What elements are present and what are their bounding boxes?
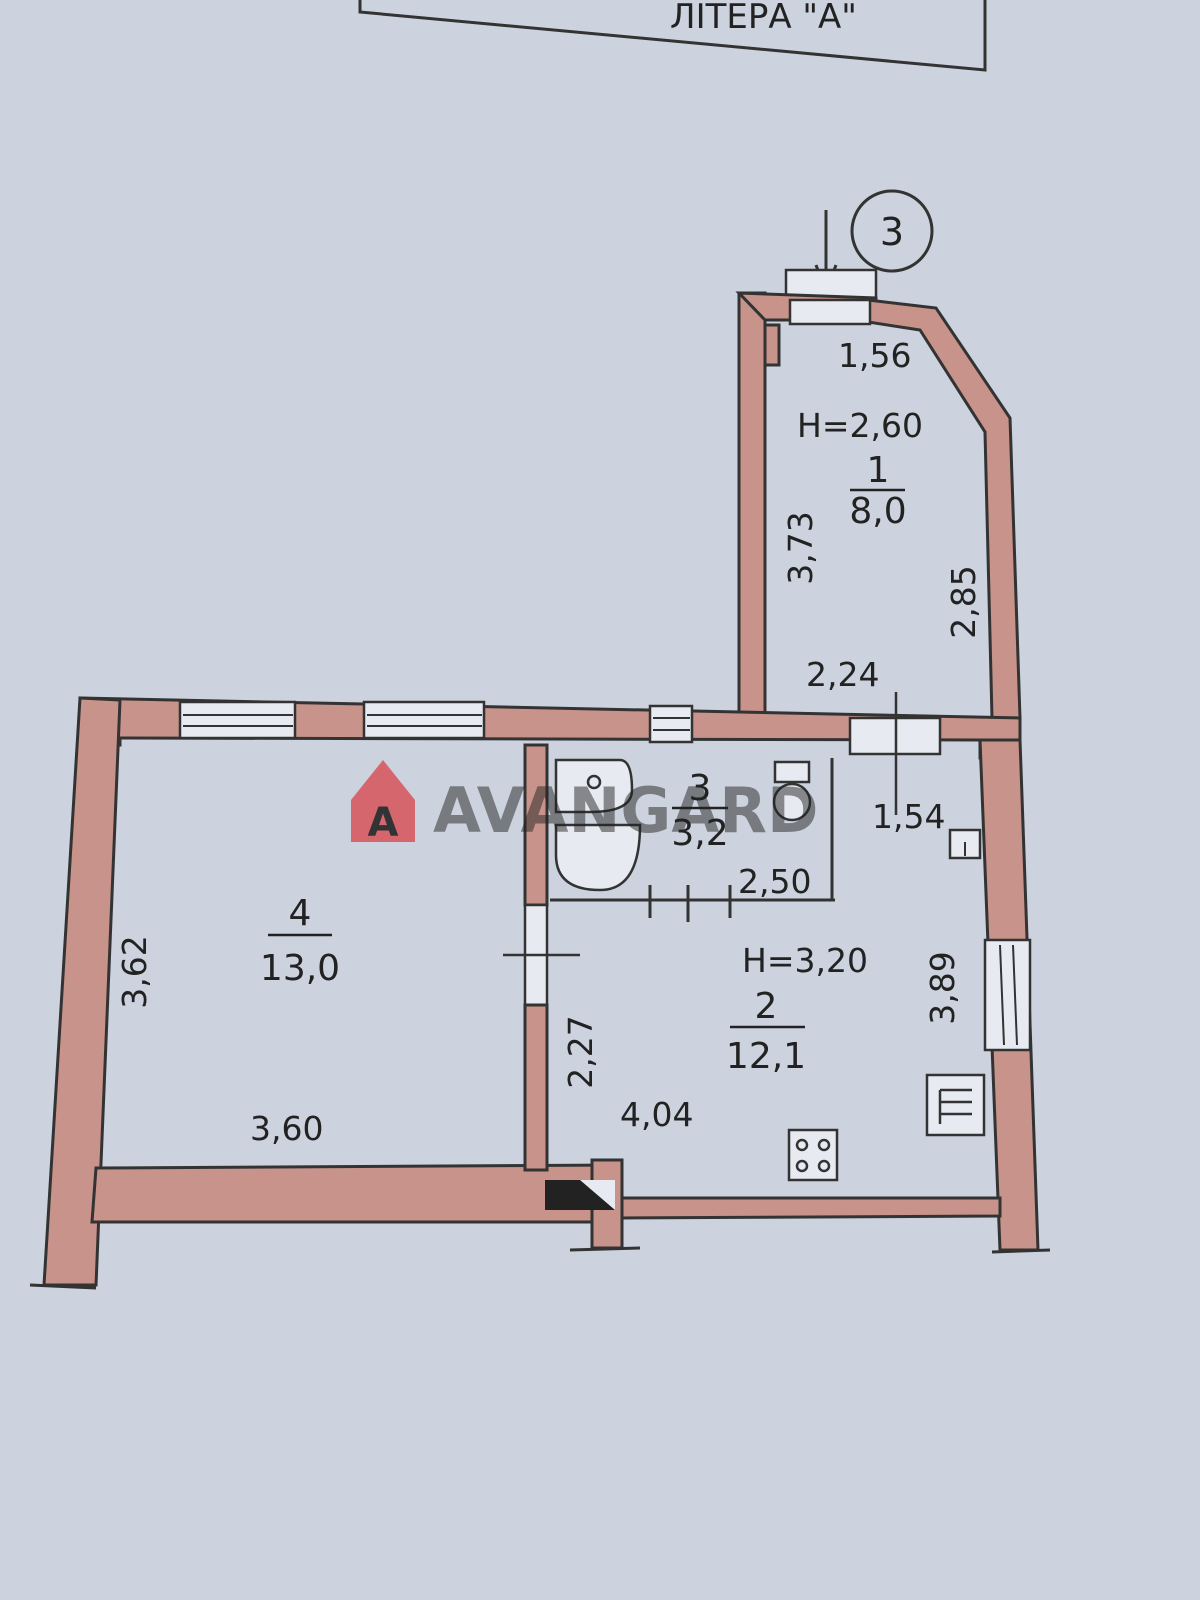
room3-label: 3 3,2 (671, 768, 728, 854)
sink-icon (554, 823, 642, 892)
room1-area: 8,0 (849, 491, 906, 532)
toilet-icon (772, 760, 812, 822)
entrance-marker: 3 (784, 189, 934, 300)
dim-room2-left: 2,27 (561, 1015, 600, 1088)
watermark-logo-icon (351, 760, 415, 842)
left-wall-break (29, 1283, 97, 1290)
room3-area: 3,2 (671, 813, 728, 854)
right-outer-wall (978, 738, 1051, 1254)
bath-tub-icon (554, 758, 634, 814)
header-title: ЛІТЕРА "А" (670, 0, 857, 37)
dim-room1-left: 3,73 (781, 511, 820, 584)
room4-window-2 (362, 700, 486, 740)
bathroom-walls (550, 758, 835, 922)
room4-area: 13,0 (260, 948, 340, 989)
left-outer-wall (42, 696, 122, 1287)
bottom-wall-break (569, 1246, 641, 1252)
room2-area: 12,1 (726, 1036, 806, 1077)
room2-number: 2 (755, 986, 778, 1027)
dim-room2-right: 3,89 (923, 951, 962, 1024)
entrance-step (784, 268, 878, 300)
room2-window (983, 938, 1032, 1052)
room1-number: 1 (867, 450, 890, 491)
dim-room1-bottom: 2,24 (806, 655, 879, 694)
room4-label: 4 13,0 (260, 893, 340, 989)
room2-label: H=3,20 2 12,1 (726, 941, 868, 1077)
boiler-icon (925, 1073, 986, 1137)
room2-height: H=3,20 (742, 941, 868, 980)
dim-room4-bottom: 3,60 (250, 1109, 323, 1148)
dim-room4-left: 3,62 (115, 935, 154, 1008)
bath-window (648, 704, 694, 744)
dim-bath-bottom: 2,50 (738, 862, 811, 901)
room1-label: H=2,60 1 8,0 (797, 406, 923, 532)
room4-number: 4 (289, 893, 312, 934)
dim-room1-right: 2,85 (944, 565, 983, 638)
right-wall-break (991, 1248, 1051, 1254)
middle-wall (78, 696, 1022, 762)
watermark-text: AVANGARD (433, 774, 819, 847)
marker-number: 3 (880, 210, 904, 254)
room1-door (788, 298, 872, 326)
partition-wall (503, 743, 580, 1172)
header-box: ЛІТЕРА "А" (358, 0, 987, 72)
stove-icon (787, 1128, 839, 1182)
room4-window-1 (178, 700, 297, 740)
room1-walls (735, 291, 1022, 720)
dim-room1-top: 1,56 (838, 336, 911, 375)
bottom-wall (90, 1158, 1002, 1252)
room3-number: 3 (689, 768, 712, 809)
dim-room2-bottom: 4,04 (620, 1095, 693, 1134)
marker-circle (850, 189, 934, 273)
room1-height: H=2,60 (797, 406, 923, 445)
dim-hall-right-top: 1,54 (872, 797, 945, 836)
watermark-logo-letter: A (368, 800, 399, 846)
meter-icon (948, 828, 982, 860)
watermark: A AVANGARD (351, 760, 819, 847)
